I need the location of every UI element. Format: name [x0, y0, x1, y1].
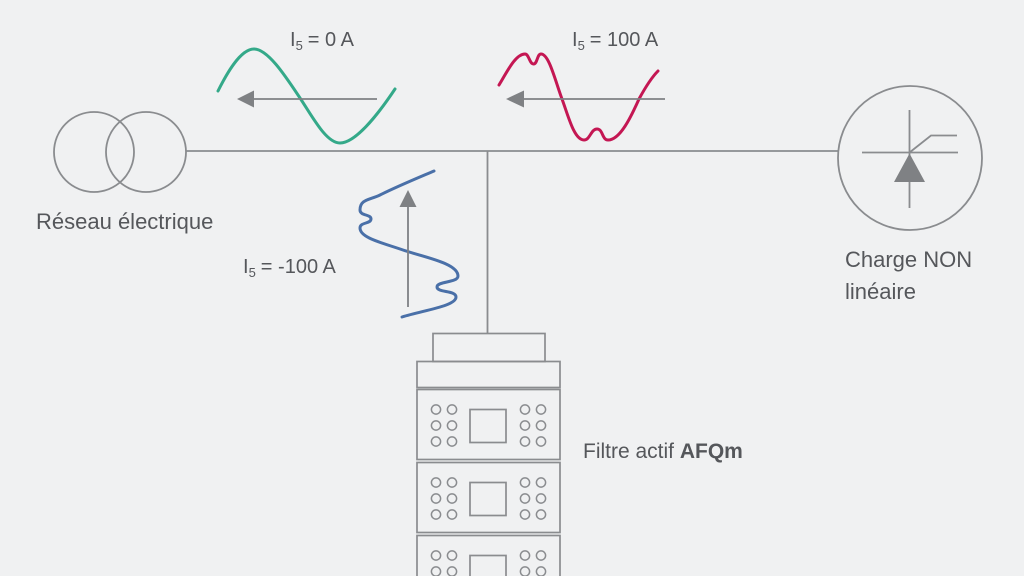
source-current-wave [216, 47, 397, 145]
load-current-label: I5 = 100 A [572, 28, 658, 54]
filter-current-label: I5 = -100 A [243, 255, 336, 281]
current-subscript: 5 [295, 38, 303, 53]
current-value: = 0 A [307, 29, 354, 51]
filter-label: Filtre actif AFQm [583, 440, 743, 464]
thyristor-icon [837, 85, 983, 231]
load-label: Charge NON linéaire [845, 244, 972, 308]
filter-current-wave [358, 169, 460, 319]
filter-label-name: AFQm [679, 440, 743, 463]
source-current-label: I5 = 0 A [290, 28, 354, 54]
source-left-arrow-icon [237, 90, 377, 108]
load-label-line1: Charge NON [845, 247, 973, 272]
load-left-arrow-icon [506, 90, 665, 108]
load-label-line2: linéaire [845, 279, 916, 304]
current-symbol: I [243, 256, 249, 278]
current-value: = -100 A [260, 256, 336, 278]
load-current-wave [497, 52, 660, 142]
current-subscript: 5 [577, 38, 585, 53]
filter-up-arrow-icon [399, 190, 417, 307]
current-value: = 100 A [589, 29, 659, 51]
current-symbol: I [572, 29, 578, 51]
grid-label: Réseau électrique [36, 209, 214, 234]
current-symbol: I [290, 29, 296, 51]
active-filter-icon [416, 332, 561, 576]
transformer-icon [53, 111, 187, 193]
current-subscript: 5 [248, 265, 256, 280]
filter-label-prefix: Filtre actif [583, 440, 680, 463]
